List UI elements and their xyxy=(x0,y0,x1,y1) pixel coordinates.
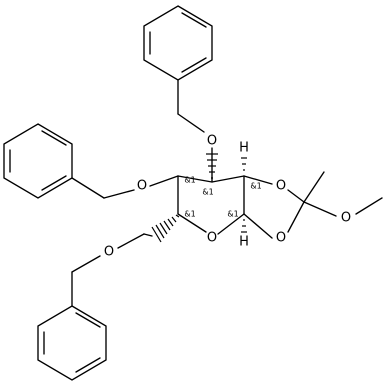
hashed-bond-h-upper xyxy=(241,157,247,171)
stereo-label-c7a: &1 xyxy=(227,210,238,219)
bond-oleft-c2 xyxy=(149,175,179,187)
benzyl-ring-top xyxy=(143,5,213,81)
bond-olower-c7a xyxy=(243,213,273,239)
bond-ch2-otop xyxy=(177,113,205,133)
atom-o-benzyloxy-bottom: O xyxy=(104,245,114,260)
stereo-label-c2: &1 xyxy=(184,176,195,185)
bond-c3a-c3 xyxy=(211,175,245,183)
benzyl-ring-bottom xyxy=(37,305,107,381)
hashed-wedge-c3-otop xyxy=(206,153,218,179)
atom-o-ring: O xyxy=(207,231,217,246)
atom-o-benzyloxy-top: O xyxy=(207,134,217,149)
atom-o-dioxolane-upper: O xyxy=(276,179,286,194)
stereo-label-c1: &1 xyxy=(184,210,195,219)
bond-oring-c7a xyxy=(217,213,245,235)
bond-c3-c2 xyxy=(177,175,213,183)
bond-cq-omethoxy xyxy=(303,201,337,217)
benzyl-ring-left xyxy=(3,123,73,199)
atom-o-benzyloxy-left: O xyxy=(137,179,147,194)
bond-oupper-cq xyxy=(287,189,305,203)
stereo-label-c3a: &1 xyxy=(250,182,261,191)
atom-o-methoxy: O xyxy=(341,211,351,226)
hashed-bond-h-lower xyxy=(241,219,247,233)
atom-h-lower: H xyxy=(239,235,249,250)
bond-cq-methyl xyxy=(303,171,325,203)
hashed-wedge-c1-ch2 xyxy=(151,214,180,243)
bond-ph-left-ch2 xyxy=(71,177,105,199)
bond-ch2-oleft xyxy=(103,189,135,199)
atom-h-upper: H xyxy=(239,141,249,156)
bond-ch2b-c1 xyxy=(143,233,153,237)
atom-o-dioxolane-lower: O xyxy=(276,231,286,246)
stereo-label-c3: &1 xyxy=(202,188,213,197)
bond-omethoxy-ch3 xyxy=(355,197,383,215)
bond-obottom-ch2b xyxy=(117,233,145,249)
bond-c1-oring xyxy=(177,213,207,233)
bond-c3a-oupper xyxy=(243,175,273,185)
bond-ch2-obottom xyxy=(71,255,101,273)
bond-cq-olower xyxy=(287,201,305,233)
